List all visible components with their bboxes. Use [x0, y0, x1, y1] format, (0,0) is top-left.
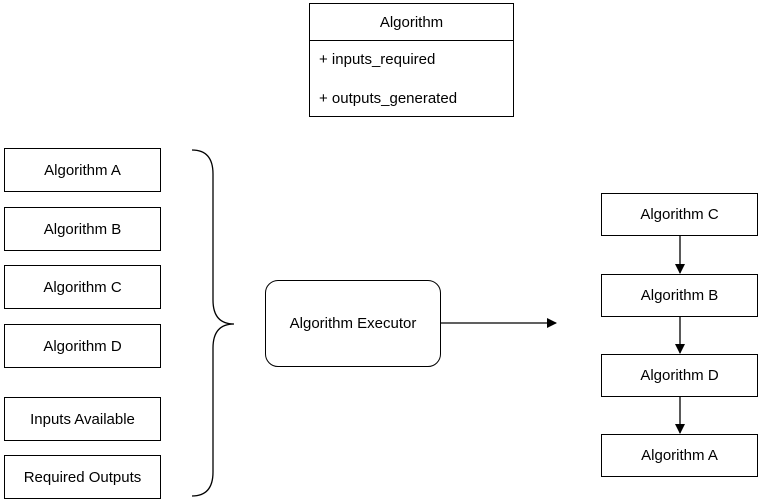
input-algorithm-c: Algorithm C [4, 265, 161, 309]
output-step-1: Algorithm C [601, 193, 758, 236]
attribute-outputs-generated: + outputs_generated [319, 90, 458, 107]
output-step-3: Algorithm D [601, 354, 758, 397]
attribute-inputs-required: + inputs_required [319, 51, 436, 68]
input-algorithm-d: Algorithm D [4, 324, 161, 368]
input-required-outputs: Required Outputs [4, 455, 161, 499]
algorithm-class-box: Algorithm + inputs_required + outputs_ge… [309, 3, 514, 117]
input-group-brace [191, 149, 235, 497]
input-algorithm-b: Algorithm B [4, 207, 161, 251]
output-step-4: Algorithm A [601, 434, 758, 477]
algorithm-executor: Algorithm Executor [265, 280, 441, 367]
algorithm-class-title: Algorithm [310, 4, 513, 41]
output-step-2: Algorithm B [601, 274, 758, 317]
input-inputs-available: Inputs Available [4, 397, 161, 441]
input-algorithm-a: Algorithm A [4, 148, 161, 192]
